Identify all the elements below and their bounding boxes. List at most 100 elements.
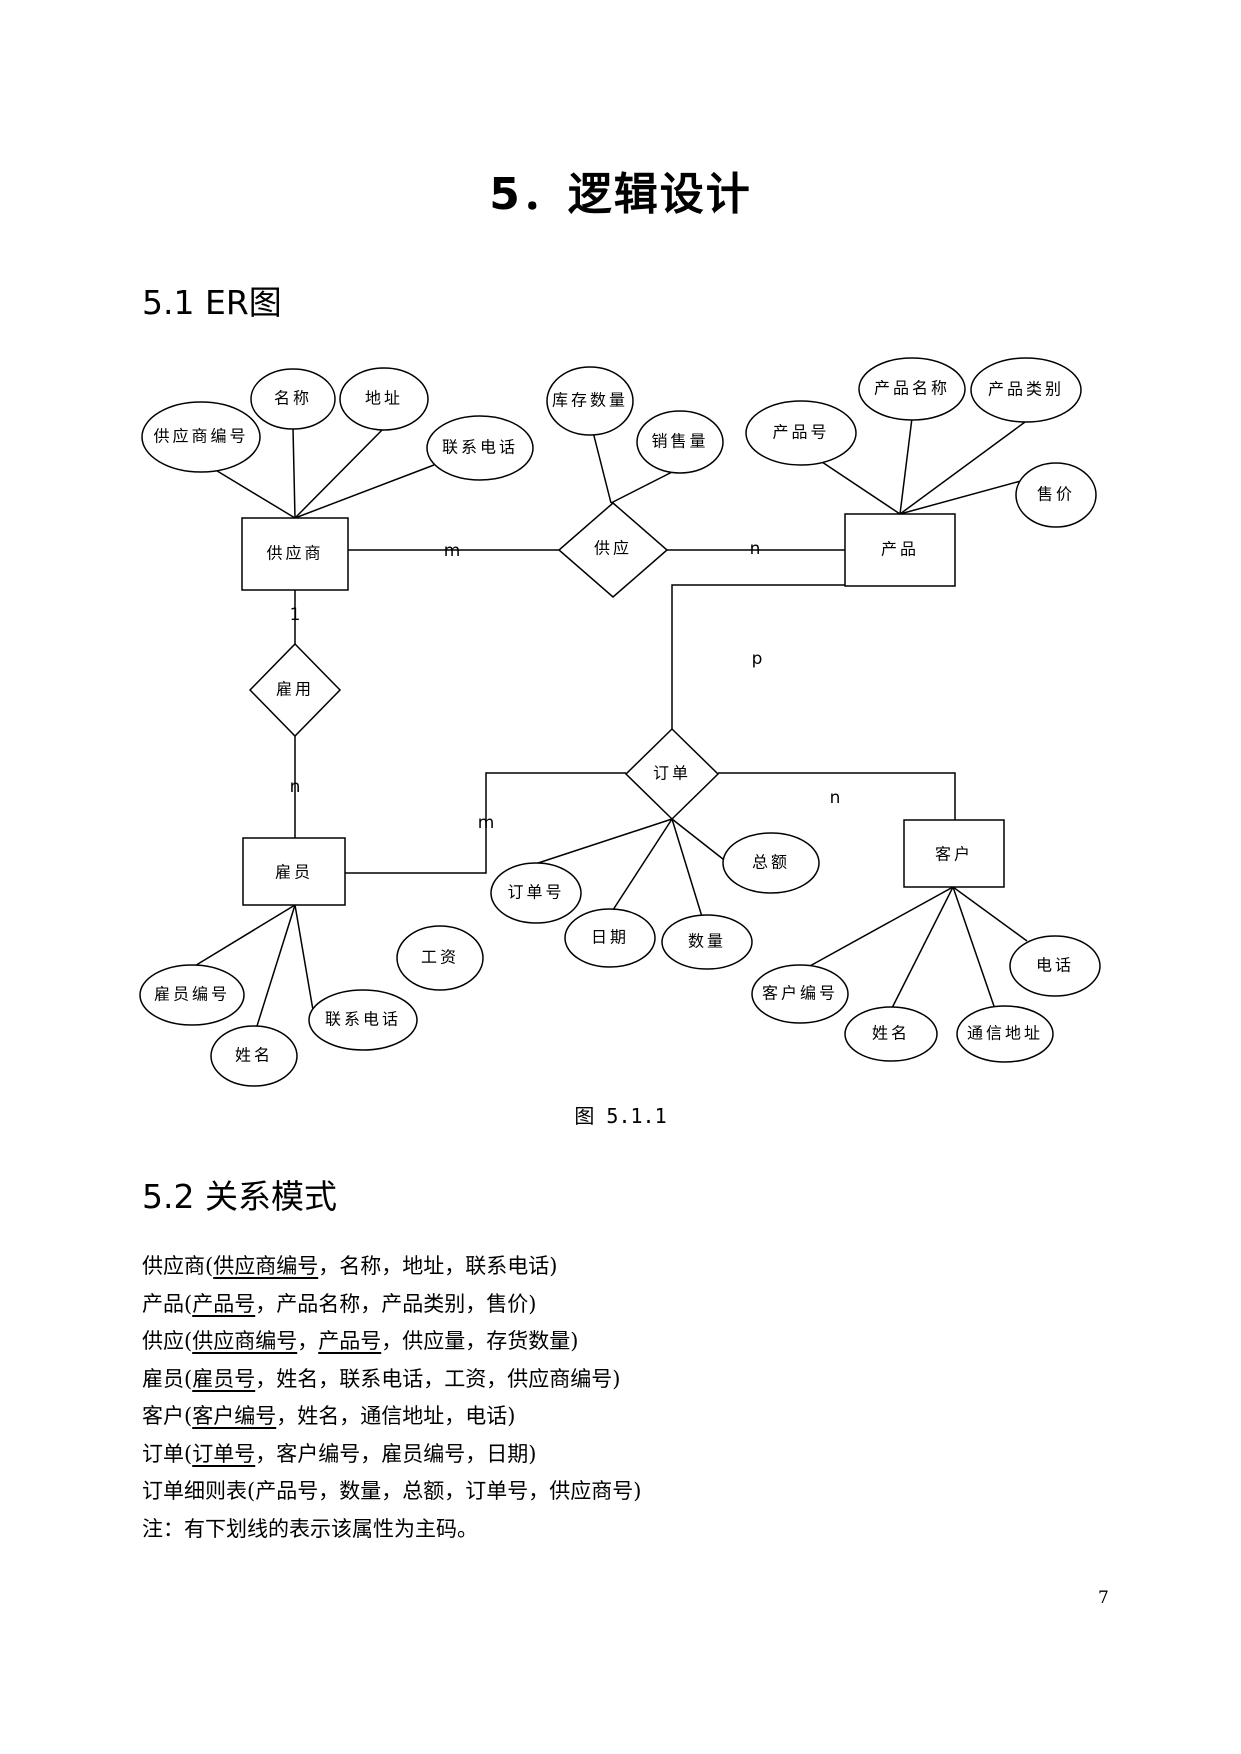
cardinality-employ-employee: n <box>290 777 301 797</box>
relation-field: 售价 <box>486 1291 529 1316</box>
entity-supplier <box>241 517 349 591</box>
attribute-employee-id <box>139 964 245 1026</box>
relation-field: 产品类别 <box>381 1291 466 1316</box>
relationship-supply <box>557 502 669 598</box>
field-delimiter: ， <box>318 1366 340 1391</box>
field-delimiter: ， <box>276 1404 298 1428</box>
attribute-supplier-address-label: 地址 <box>365 389 403 408</box>
relation-field: 名称 <box>339 1254 382 1278</box>
attribute-employee-id-label: 雇员编号 <box>154 985 230 1004</box>
edge-customer-phone <box>952 886 1028 942</box>
er-diagram: 供应商 产品 雇员 客户 供应 雇用 订单 供应商编号 名称 地址 联系电话 库… <box>139 357 1101 1087</box>
field-delimiter: ， <box>360 1291 382 1316</box>
edge-stock-qty <box>591 427 612 504</box>
field-delimiter: ， <box>444 1404 466 1428</box>
field-delimiter: ， <box>465 1291 487 1316</box>
attribute-product-price <box>1015 462 1097 528</box>
attribute-employee-name <box>210 1025 298 1087</box>
schema-row: 订单细则表(产品号，数量，总额，订单号，供应商号) <box>142 1473 1142 1511</box>
field-delimiter: ， <box>444 1479 466 1503</box>
relation-name: 供应( <box>142 1329 193 1353</box>
section-heading-relational: 5.2 关系模式 <box>142 1177 337 1216</box>
entity-product-label: 产品 <box>881 540 919 559</box>
attribute-customer-address <box>956 1005 1054 1063</box>
attribute-employee-phone-label: 联系电话 <box>325 1010 401 1029</box>
schema-row: 客户(客户编号，姓名，通信地址，电话) <box>142 1398 1142 1436</box>
cardinality-employee-order: m <box>478 813 495 833</box>
relation-close: ) <box>570 1329 579 1353</box>
relation-field: 雇员编号 <box>381 1441 466 1466</box>
field-delimiter: ， <box>444 1254 466 1278</box>
attribute-product-id-label: 产品号 <box>772 423 829 442</box>
relation-field: 供应商号 <box>549 1479 634 1503</box>
edge-employee-phone <box>294 904 315 1017</box>
attribute-order-id <box>490 862 582 924</box>
attribute-customer-phone <box>1009 935 1101 997</box>
edge-order-total <box>671 818 729 864</box>
entity-product <box>844 513 956 587</box>
relation-name: 供应商( <box>142 1254 214 1278</box>
schema-row: 订单(订单号，客户编号，雇员编号，日期) <box>142 1436 1142 1474</box>
attribute-product-name-label: 产品名称 <box>874 379 950 398</box>
edge-employee-name <box>256 904 296 1027</box>
edge-supplier-name <box>292 427 296 519</box>
attribute-product-price-label: 售价 <box>1037 485 1075 504</box>
relation-name: 订单细则表( <box>142 1479 256 1503</box>
edge-order-id <box>531 818 673 866</box>
attribute-supplier-address <box>339 367 429 431</box>
attribute-order-qty-label: 数量 <box>688 932 726 951</box>
primary-key-field: 产品号 <box>192 1291 256 1316</box>
relation-field: 产品号 <box>255 1479 319 1503</box>
relation-field: 联系电话 <box>339 1366 424 1391</box>
relationship-order <box>624 727 720 821</box>
relation-field: 工资 <box>444 1366 487 1391</box>
relation-field: 客户编号 <box>276 1441 361 1466</box>
attribute-order-total-label: 总额 <box>752 853 790 872</box>
edge-supplier-address <box>294 427 385 519</box>
attribute-customer-name <box>844 1006 938 1062</box>
relation-field: 姓名 <box>297 1404 340 1428</box>
edge-product-category <box>899 421 1026 515</box>
relation-field: 姓名 <box>276 1366 319 1391</box>
field-delimiter: ， <box>381 1254 403 1278</box>
attribute-supplier-name <box>250 368 336 430</box>
field-delimiter: ， <box>528 1479 550 1503</box>
attribute-order-qty <box>661 914 753 970</box>
relational-schema-list: 供应商(供应商编号，名称，地址，联系电话)产品(产品号，产品名称，产品类别，售价… <box>142 1248 1142 1548</box>
relation-name: 产品( <box>142 1291 193 1316</box>
field-delimiter: ， <box>465 1441 487 1466</box>
attribute-supplier-id-label: 供应商编号 <box>153 427 248 446</box>
attribute-customer-address-label: 通信地址 <box>967 1024 1043 1043</box>
cardinality-product-order: p <box>752 649 763 669</box>
relation-field: 供应商编号 <box>507 1366 613 1391</box>
figure-caption: 图 5.1.1 <box>574 1104 667 1128</box>
relation-field: 供应量 <box>402 1329 466 1353</box>
edge-order-qty <box>671 818 704 921</box>
attribute-employee-phone <box>308 989 418 1051</box>
attribute-order-id-label: 订单号 <box>507 883 564 902</box>
field-delimiter: ， <box>465 1329 487 1353</box>
cardinality-order-customer: n <box>830 788 841 808</box>
edge-supplier-id <box>203 462 296 519</box>
entity-supplier-label: 供应商 <box>266 544 323 563</box>
attribute-product-name <box>858 357 966 421</box>
field-delimiter: ， <box>381 1329 403 1353</box>
attribute-supplier-name-label: 名称 <box>274 389 312 408</box>
cardinality-supply-product: n <box>750 539 761 559</box>
entity-customer <box>903 819 1005 888</box>
relation-field: 数量 <box>339 1479 382 1503</box>
primary-key-field: 雇员号 <box>192 1366 256 1391</box>
schema-rows: 供应商(供应商编号，名称，地址，联系电话)产品(产品号，产品名称，产品类别，售价… <box>142 1248 1142 1511</box>
page-number: 7 <box>1098 1588 1109 1608</box>
schema-row: 产品(产品号，产品名称，产品类别，售价) <box>142 1286 1142 1324</box>
relation-field: 电话 <box>465 1404 508 1428</box>
relation-close: ) <box>528 1441 537 1466</box>
attribute-order-date-label: 日期 <box>591 928 629 947</box>
attribute-product-category <box>970 357 1082 423</box>
schema-row: 雇员(雇员号，姓名，联系电话，工资，供应商编号) <box>142 1361 1142 1399</box>
field-delimiter: ， <box>255 1291 277 1316</box>
attribute-employee-name-label: 姓名 <box>235 1046 273 1065</box>
relationship-employ-label: 雇用 <box>276 680 314 699</box>
cardinality-supplier-employ: 1 <box>290 605 301 625</box>
relation-field: 联系电话 <box>465 1254 550 1278</box>
